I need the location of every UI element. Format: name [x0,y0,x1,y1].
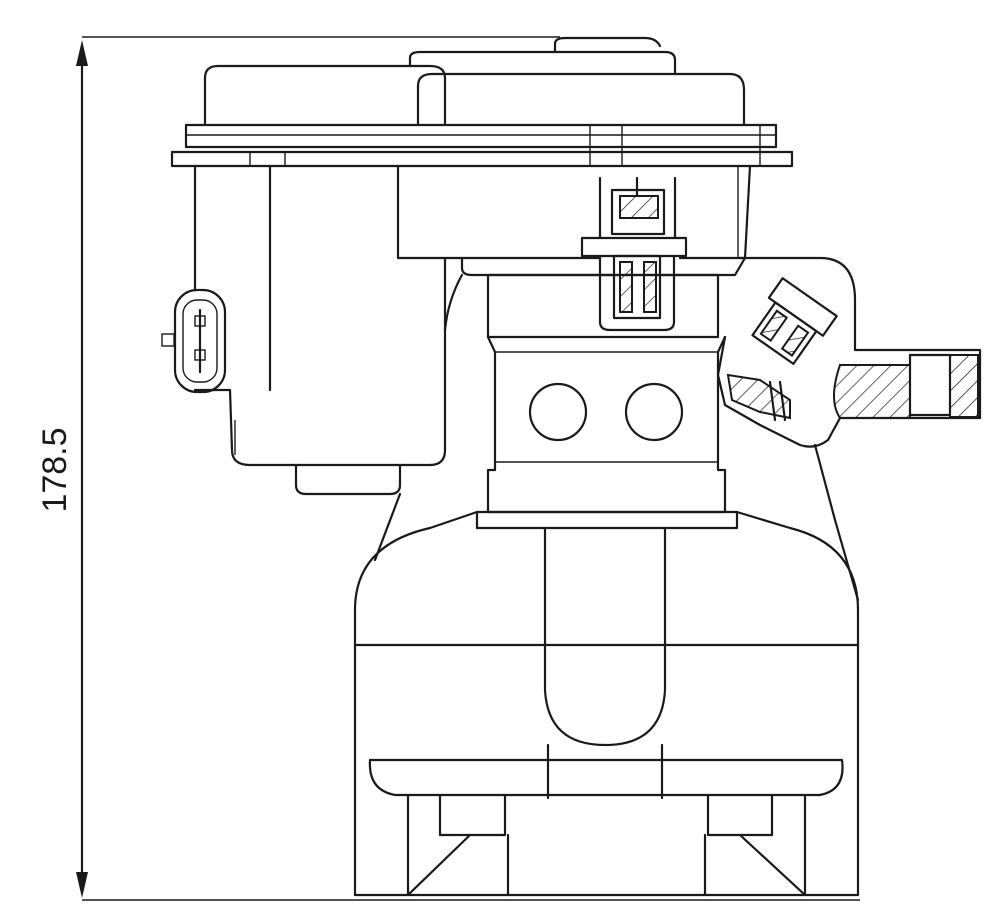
left-housing [161,164,447,496]
support-legs [353,793,860,897]
central-housing [396,164,752,277]
left-housing-edge [443,273,464,332]
main-cylinder [475,273,739,530]
left-skirt-edge [373,492,402,562]
lower-tank [353,510,860,897]
top-connector [580,176,688,332]
height-dimension: 178.5 [36,36,860,901]
top-cover [170,36,794,168]
side-port [716,256,982,448]
dimension-label: 178.5 [36,427,74,512]
